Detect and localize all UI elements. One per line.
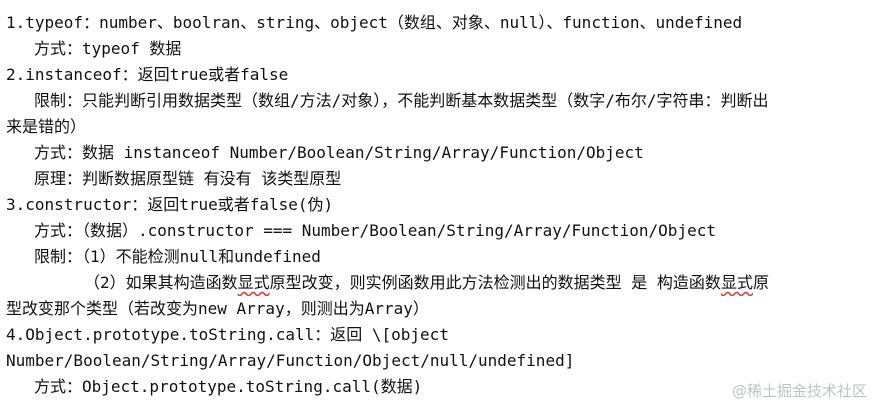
limit-two-text-start: （2）如果其构造函数 [84,273,238,292]
typeof-usage: 方式：typeof 数据 [34,39,182,58]
spellcheck-marked-word: 显式 [720,273,753,292]
instanceof-heading: 2.instanceof：返回true或者false [6,65,289,84]
instanceof-limit-continued: 来是错的） [6,117,87,136]
typeof-heading: 1.typeof：number、boolran、string、object（数组… [6,13,743,32]
constructor-heading: 3.constructor：返回true或者false(伪) [6,195,334,214]
limit-two-text-middle: 原型改变，则实例函数用此方法检测出的数据类型 是 构造函数 [269,273,721,292]
spellcheck-marked-word: 显式 [237,273,270,292]
site-watermark: @稀土掘金技术社区 [731,382,867,400]
constructor-limit-two: （2）如果其构造函数显式原型改变，则实例函数用此方法检测出的数据类型 是 构造函… [6,270,867,296]
tostring-usage: 方式：Object.prototype.toString.call(数据) [34,377,423,396]
constructor-usage: 方式：（数据）.constructor === Number/Boolean/S… [34,221,716,240]
tostring-heading: 4.Object.prototype.toString.call：返回 \[ob… [6,325,449,344]
constructor-limit-two-continued: 型改变那个类型（若改变为new Array，则测出为Array） [6,299,429,318]
constructor-limit-one: 限制：（1）不能检测null和undefined [34,247,321,266]
instanceof-limit: 限制：只能判断引用数据类型（数组/方法/对象），不能判断基本数据类型（数字/布尔… [34,91,769,110]
instanceof-principle: 原理：判断数据原型链 有没有 该类型原型 [34,169,342,188]
instanceof-usage: 方式：数据 instanceof Number/Boolean/String/A… [34,143,644,162]
limit-two-text-end: 原 [752,273,769,292]
tostring-heading-continued: Number/Boolean/String/Array/Function/Obj… [6,351,575,370]
